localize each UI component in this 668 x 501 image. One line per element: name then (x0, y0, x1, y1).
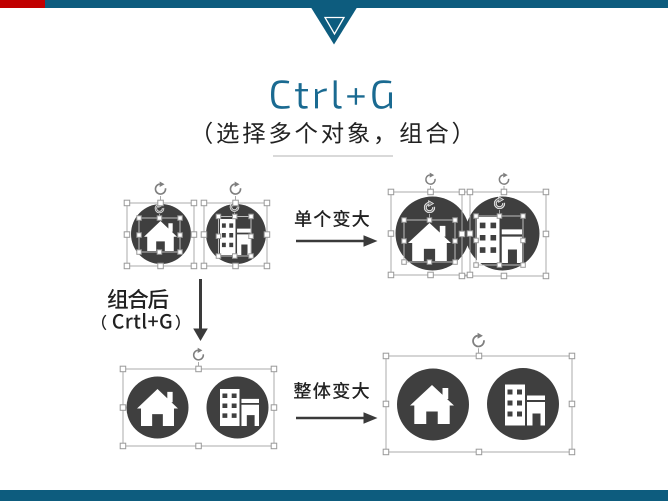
house-icon[interactable] (144, 221, 178, 251)
group-top-left-ungrouped (123, 180, 271, 270)
building-icon[interactable] (220, 389, 259, 426)
divider-line (273, 155, 393, 157)
building-icon[interactable] (477, 217, 522, 264)
page-title-glyphs (271, 80, 392, 109)
house-icon[interactable] (137, 389, 178, 426)
rotation-handle[interactable] (192, 346, 205, 362)
arrow-single-enlarge (296, 235, 378, 247)
selection-handles[interactable] (136, 215, 183, 255)
page-subtitle-glyphs (206, 121, 459, 145)
rotation-handle[interactable] (228, 180, 243, 196)
house-icon[interactable] (410, 385, 454, 424)
selection-handles[interactable] (200, 199, 271, 270)
group-bottom-right-grouped-large (382, 331, 576, 456)
bottom-bar (0, 490, 668, 501)
red-accent (0, 0, 45, 8)
arrow-after-group (193, 279, 208, 341)
label-after-group-shortcut (102, 312, 180, 331)
group-top-right-ungrouped-large (387, 171, 550, 280)
selection-handles[interactable] (387, 188, 474, 279)
rotation-handle[interactable] (471, 331, 486, 349)
house-icon[interactable] (408, 223, 452, 262)
group-bottom-left-grouped (119, 346, 278, 450)
arrow-whole-enlarge (296, 412, 378, 424)
selection-handles[interactable] (382, 352, 576, 456)
rotation-handle[interactable] (423, 200, 436, 214)
label-after-group (107, 288, 169, 310)
label-whole-enlarge (293, 381, 370, 400)
selection-handles[interactable] (119, 365, 278, 450)
rotation-handle[interactable] (493, 196, 506, 210)
selection-handles[interactable] (458, 188, 550, 280)
ribbon-triangle (311, 7, 357, 45)
selection-handles[interactable] (123, 199, 198, 270)
rotation-handle[interactable] (497, 171, 511, 186)
building-icon[interactable] (505, 384, 545, 426)
label-single-enlarge (294, 209, 370, 228)
rotation-handle[interactable] (153, 180, 168, 196)
building-icon[interactable] (220, 219, 251, 255)
rotation-handle[interactable] (424, 171, 437, 186)
selection-handles[interactable] (401, 217, 458, 265)
top-bar (0, 0, 668, 8)
selection-handles[interactable] (215, 213, 254, 259)
selection-handles[interactable] (473, 213, 526, 268)
